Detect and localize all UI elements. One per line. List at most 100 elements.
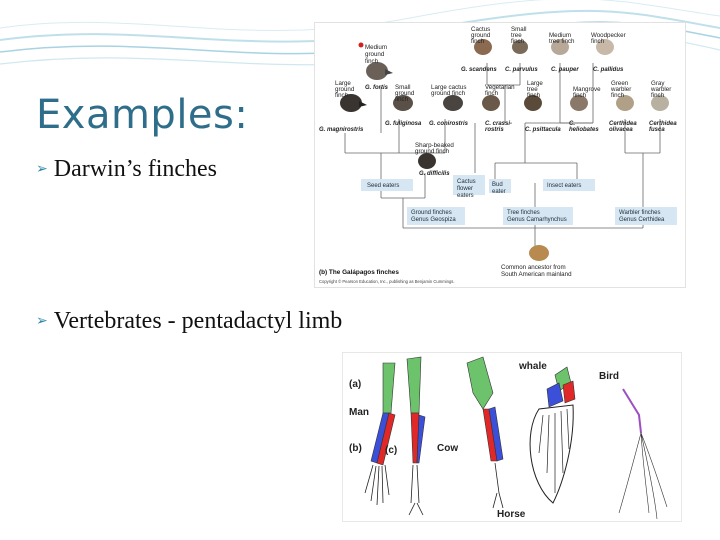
limb-labels: (a) Man (b) (c) Cow whale Bird Horse <box>349 361 619 520</box>
svg-text:ground: ground <box>395 90 415 97</box>
bullet-darwins-finches: ➢ Darwin’s finches <box>36 156 217 183</box>
whale-flipper-drawing <box>529 366 576 504</box>
svg-text:finch: finch <box>471 38 485 45</box>
svg-text:finch: finch <box>365 58 379 65</box>
svg-text:Small: Small <box>511 26 526 33</box>
svg-text:finch: finch <box>485 90 499 97</box>
svg-text:eaters: eaters <box>457 193 474 199</box>
svg-text:warbler: warbler <box>610 86 631 93</box>
svg-text:(a): (a) <box>349 379 361 390</box>
ancestor-label: South American mainland <box>501 271 572 278</box>
svg-text:Woodpecker: Woodpecker <box>591 32 626 39</box>
bullet-arrow-icon: ➢ <box>36 162 48 177</box>
svg-text:Sharp-beaked: Sharp-beaked <box>415 142 454 149</box>
svg-text:warbler: warbler <box>650 86 671 93</box>
figure-copyright: Copyright © Pearson Education, Inc., pub… <box>319 279 455 284</box>
svg-text:Medium: Medium <box>365 44 387 51</box>
svg-text:Large: Large <box>527 80 543 87</box>
finch-bird-icon <box>340 94 362 112</box>
finch-bird-icon <box>529 245 549 261</box>
svg-text:Certhidea: Certhidea <box>649 121 677 127</box>
svg-text:Genus Certhidea: Genus Certhidea <box>619 217 665 223</box>
svg-text:Large: Large <box>335 80 351 87</box>
finch-bird-icon <box>651 95 669 111</box>
svg-text:Vegetarian: Vegetarian <box>485 84 515 91</box>
finch-bird-icon <box>596 39 614 55</box>
svg-text:Insect eaters: Insect eaters <box>547 183 581 189</box>
svg-text:ground: ground <box>365 51 385 58</box>
svg-text:G. scandens: G. scandens <box>461 67 497 73</box>
svg-text:flower: flower <box>457 186 473 192</box>
svg-text:C. pallidus: C. pallidus <box>593 67 624 73</box>
finch-bird-icon <box>443 95 463 111</box>
svg-text:Small: Small <box>395 84 410 91</box>
finch-phylogeny-figure: Medium ground finch G. fortis Cactus gro… <box>314 22 686 288</box>
finch-bird-icon <box>570 95 588 111</box>
svg-text:finch: finch <box>573 92 587 99</box>
svg-text:tree: tree <box>511 32 522 39</box>
svg-text:G. fortis: G. fortis <box>365 85 389 91</box>
svg-text:Medium: Medium <box>549 32 571 39</box>
svg-text:tree finch: tree finch <box>549 38 575 45</box>
genus-boxes: Ground finches Genus Geospiza Tree finch… <box>407 207 677 225</box>
svg-text:C.: C. <box>569 121 575 127</box>
finch-bird-icon <box>524 95 542 111</box>
svg-text:finch: finch <box>527 92 541 99</box>
svg-text:Genus Camarhynchus: Genus Camarhynchus <box>507 217 567 223</box>
diet-boxes: Seed eaters Cactus flower eaters Bud eat… <box>361 175 595 199</box>
svg-text:Cactus: Cactus <box>471 26 490 33</box>
svg-text:fusca: fusca <box>649 127 665 133</box>
finch-bird-icon <box>418 153 436 169</box>
horse-leg-drawing <box>466 356 504 509</box>
svg-text:finch: finch <box>651 92 665 99</box>
finch-species-labels: Medium ground finch G. fortis Cactus gro… <box>319 26 677 177</box>
finch-bird-icon <box>474 39 492 55</box>
figure-caption: (b) The Galápagos finches <box>319 269 399 276</box>
svg-text:G. conirostris: G. conirostris <box>429 121 469 127</box>
svg-text:Tree finches: Tree finches <box>507 210 540 216</box>
svg-text:Ground finches: Ground finches <box>411 210 452 216</box>
svg-text:G. magnirostris: G. magnirostris <box>319 127 364 133</box>
svg-text:Genus Geospiza: Genus Geospiza <box>411 217 456 223</box>
svg-text:Horse: Horse <box>497 509 526 520</box>
man-arm-drawing <box>364 362 396 506</box>
svg-text:tree: tree <box>527 86 538 93</box>
finch-bird-icon <box>551 39 569 55</box>
slide-title: Examples: <box>36 92 249 138</box>
svg-text:C. crassi-: C. crassi- <box>485 121 512 127</box>
finch-bird-icon <box>482 95 500 111</box>
svg-text:Warbler finches: Warbler finches <box>619 210 660 216</box>
svg-text:Large cactus: Large cactus <box>431 84 466 91</box>
svg-text:rostris: rostris <box>485 127 504 133</box>
svg-text:finch: finch <box>611 92 625 99</box>
svg-text:Gray: Gray <box>651 80 665 87</box>
svg-text:ground finch: ground finch <box>415 148 450 155</box>
svg-text:Certhidea: Certhidea <box>609 121 637 127</box>
svg-text:Mangrove: Mangrove <box>573 86 601 93</box>
svg-text:finch: finch <box>395 96 409 103</box>
svg-text:ground: ground <box>471 32 491 39</box>
svg-text:heliobates: heliobates <box>569 127 599 133</box>
bullet-text: Vertebrates - pentadactyl limb <box>53 308 343 334</box>
ancestor-label: Common ancestor from <box>501 264 566 271</box>
bullet-arrow-icon: ➢ <box>36 314 48 329</box>
finch-bird-icons <box>340 39 669 261</box>
bullet-text: Darwin’s finches <box>53 156 218 182</box>
pentadactyl-limb-figure: (a) Man (b) (c) Cow whale Bird Horse <box>342 352 682 522</box>
svg-text:Cactus: Cactus <box>457 179 476 185</box>
finch-bird-icon <box>393 95 413 111</box>
svg-text:eater: eater <box>492 189 506 195</box>
svg-text:C. parvulus: C. parvulus <box>505 67 538 73</box>
bird-wing-drawing <box>618 388 668 520</box>
svg-text:G. fuliginosa: G. fuliginosa <box>385 121 422 127</box>
svg-text:(c): (c) <box>385 445 397 456</box>
svg-text:finch: finch <box>591 38 605 45</box>
svg-text:ground finch: ground finch <box>431 90 466 97</box>
svg-text:finch: finch <box>335 92 349 99</box>
svg-text:Man: Man <box>349 407 369 418</box>
finch-bird-icon <box>366 62 388 80</box>
svg-text:C. psittacula: C. psittacula <box>525 127 561 133</box>
svg-text:Bud: Bud <box>492 182 503 188</box>
svg-text:(b): (b) <box>349 443 362 454</box>
svg-text:ground: ground <box>335 86 355 93</box>
